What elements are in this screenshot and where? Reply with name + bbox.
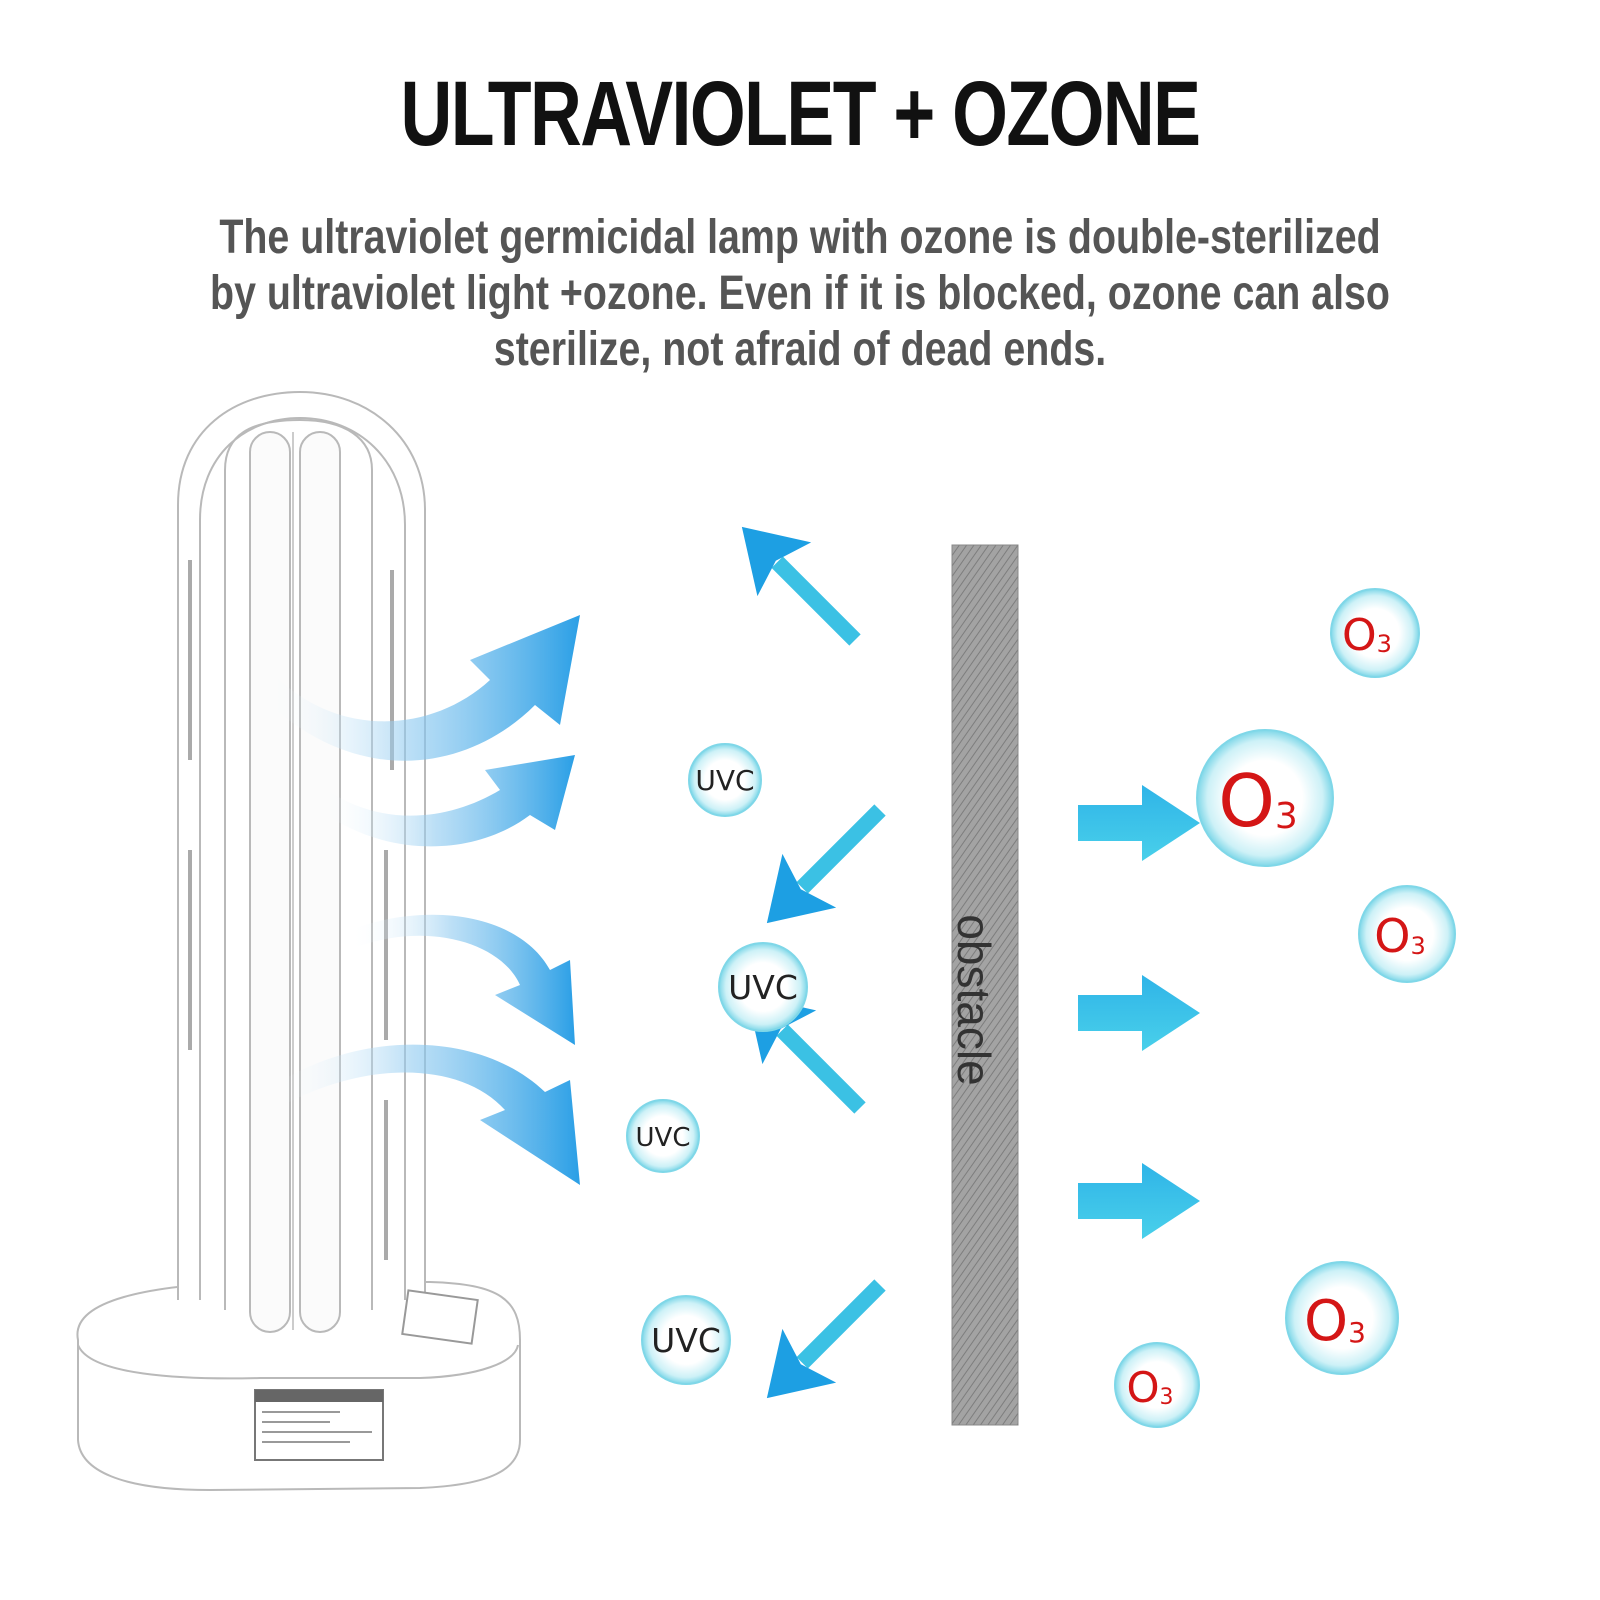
ozone-flow-arrows — [1078, 785, 1200, 1239]
uv-tube-right — [299, 431, 341, 1333]
obstacle-label: obstacle — [948, 914, 1000, 1085]
ozone-symbol: O — [1218, 759, 1275, 843]
uvc-label: UVC — [636, 1123, 691, 1153]
uvc-bubble: UVC — [626, 1099, 700, 1173]
ozone-subscript: 3 — [1410, 932, 1425, 960]
arrow-down-left-2 — [766, 1279, 886, 1399]
uv-tube-left — [249, 431, 291, 1333]
ozone-symbol: O — [1342, 610, 1377, 661]
ozone-symbol: O — [1374, 909, 1410, 963]
uvc-bubble: UVC — [641, 1295, 731, 1385]
ozone-symbol: O — [1126, 1363, 1159, 1412]
ozone-subscript: 3 — [1377, 630, 1392, 658]
right-arrow-3 — [1078, 1163, 1200, 1239]
uvc-label: UVC — [695, 764, 754, 797]
right-arrow-1 — [1078, 785, 1200, 861]
svg-text:O3: O3 — [1218, 759, 1298, 843]
ozone-bubble: O3 — [1358, 885, 1456, 983]
ozone-bubble: O3 — [1196, 729, 1334, 867]
uvc-label: UVC — [651, 1321, 721, 1360]
swoosh-arrow-4 — [275, 1044, 580, 1185]
uv-light-swooshes — [265, 615, 580, 1185]
page-description: The ultraviolet germicidal lamp with ozo… — [210, 211, 1390, 376]
ozone-bubble: O3 — [1330, 588, 1420, 678]
ozone-bubble: O3 — [1285, 1261, 1399, 1375]
arrow-up-left-1 — [741, 526, 861, 646]
reflected-uv-arrows — [741, 526, 886, 1399]
page-title: ULTRAVIOLET + OZONE — [400, 63, 1201, 165]
svg-text:O3: O3 — [1126, 1363, 1173, 1412]
obstacle-wall: obstacle — [948, 544, 1019, 1426]
ozone-subscript: 3 — [1160, 1385, 1174, 1410]
ozone-bubble: O3 — [1114, 1342, 1200, 1428]
svg-text:O3: O3 — [1342, 610, 1392, 661]
ozone-symbol: O — [1304, 1289, 1348, 1354]
svg-text:O3: O3 — [1374, 909, 1426, 963]
uvc-bubble: UVC — [688, 743, 762, 817]
swoosh-arrow-2 — [320, 755, 575, 847]
arrow-down-left-1 — [766, 804, 886, 924]
svg-text:O3: O3 — [1304, 1289, 1366, 1354]
uvc-label: UVC — [728, 968, 798, 1007]
swoosh-arrow-3 — [350, 914, 575, 1045]
uvc-bubble: UVC — [718, 942, 808, 1032]
ozone-subscript: 3 — [1348, 1316, 1366, 1349]
ozone-subscript: 3 — [1275, 796, 1298, 837]
swoosh-arrow-1 — [265, 615, 580, 761]
right-arrow-2 — [1078, 975, 1200, 1051]
uv-lamp-illustration — [76, 390, 521, 1492]
